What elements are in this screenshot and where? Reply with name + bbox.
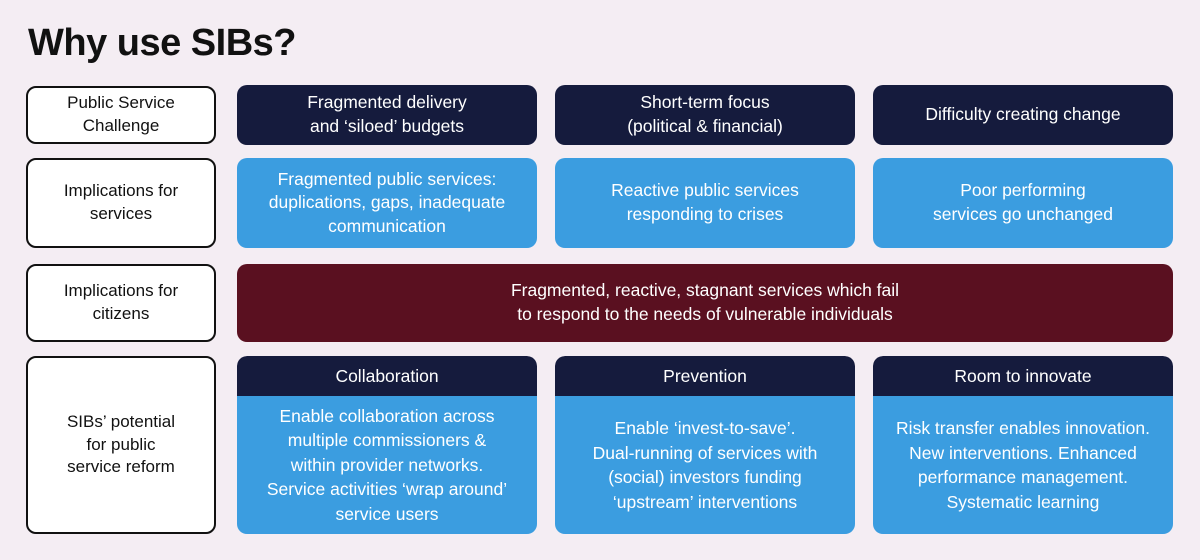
row-label-implications-services: Implications for services [26, 158, 216, 248]
challenge-difficulty-creating-change: Difficulty creating change [873, 85, 1173, 145]
potential-room-to-innovate: Room to innovate Risk transfer enables i… [873, 356, 1173, 534]
potential-prevention-text: Enable ‘invest-to-save’. Dual-running of… [555, 396, 855, 534]
potential-collaboration: Collaboration Enable collaboration acros… [237, 356, 537, 534]
challenge-fragmented-delivery: Fragmented delivery and ‘siloed’ budgets [237, 85, 537, 145]
row-label-implications-citizens: Implications for citizens [26, 264, 216, 342]
row-label-sibs-potential: SIBs’ potential for public service refor… [26, 356, 216, 534]
potential-collaboration-heading: Collaboration [237, 356, 537, 396]
citizens-implication-bar: Fragmented, reactive, stagnant services … [237, 264, 1173, 342]
potential-prevention-heading: Prevention [555, 356, 855, 396]
potential-innovate-text: Risk transfer enables innovation. New in… [873, 396, 1173, 534]
row-label-challenge: Public Service Challenge [26, 86, 216, 144]
services-fragmented: Fragmented public services: duplications… [237, 158, 537, 248]
services-poor-performing: Poor performing services go unchanged [873, 158, 1173, 248]
potential-prevention: Prevention Enable ‘invest-to-save’. Dual… [555, 356, 855, 534]
challenge-short-term-focus: Short-term focus (political & financial) [555, 85, 855, 145]
potential-collaboration-text: Enable collaboration across multiple com… [237, 396, 537, 534]
services-reactive: Reactive public services responding to c… [555, 158, 855, 248]
page-title: Why use SIBs? [28, 22, 297, 64]
potential-innovate-heading: Room to innovate [873, 356, 1173, 396]
